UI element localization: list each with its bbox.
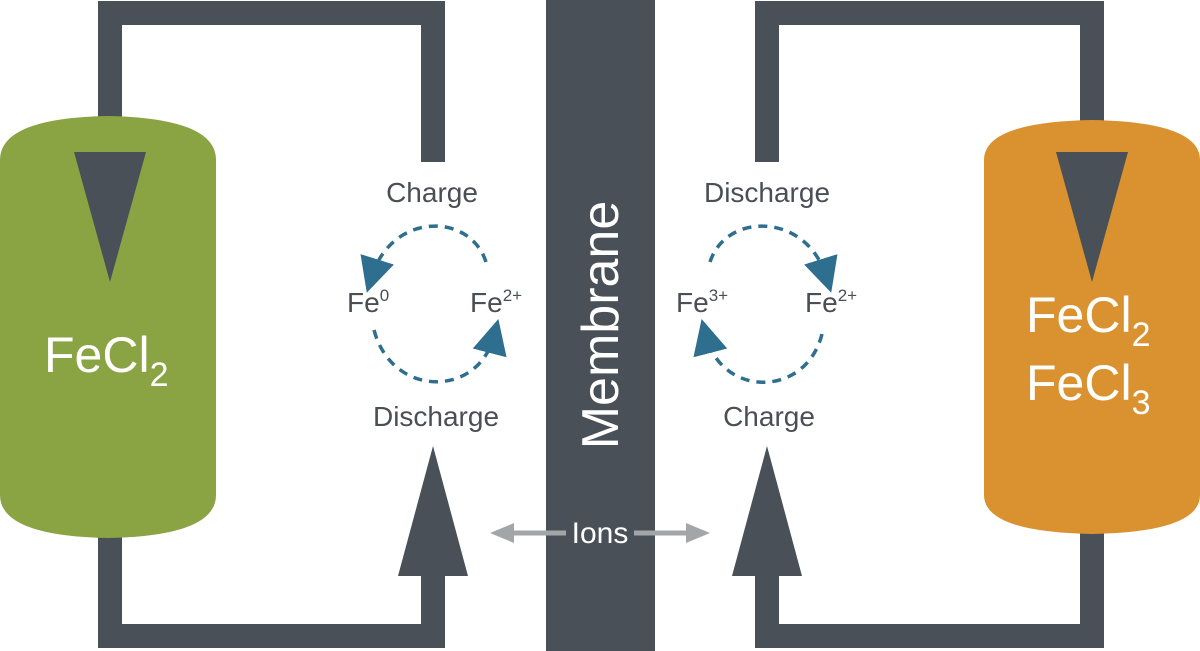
right-cell-species-left: Fe3+ — [676, 286, 728, 318]
left-tank-body — [0, 116, 216, 538]
left-cell-species-left: Fe0 — [347, 286, 389, 318]
ions-arrow-right-head — [686, 523, 710, 543]
left-cell-species-right-sup: 2+ — [503, 286, 522, 305]
right-cell-species-right: Fe2+ — [805, 286, 857, 318]
right-tank-label-line2: FeCl3 — [1026, 355, 1151, 422]
left-tank-inflow-arrow — [74, 152, 146, 282]
right-bottom-pipe — [755, 520, 1104, 648]
left-tank-label-sub: 2 — [150, 356, 169, 394]
left-cell-species-left-sup: 0 — [380, 286, 389, 305]
membrane: Membrane — [546, 0, 655, 651]
left-tank: FeCl2 — [0, 116, 216, 538]
left-tank-label: FeCl2 — [44, 327, 169, 394]
right-tank-label-line1: FeCl2 — [1026, 287, 1151, 354]
membrane-label: Membrane — [572, 201, 630, 450]
left-cell-bottom-label: Discharge — [373, 401, 499, 432]
left-top-pipe — [98, 1, 445, 162]
right-tank: FeCl2 FeCl3 — [984, 120, 1200, 534]
right-cell-inflow-arrow — [732, 446, 802, 576]
right-tank-inflow-arrow — [1056, 152, 1128, 282]
right-tank-label-line1-sub: 2 — [1132, 316, 1151, 354]
right-tank-body — [984, 120, 1200, 534]
left-bottom-pipe — [98, 520, 445, 648]
left-cell-species-right: Fe2+ — [470, 286, 522, 318]
ions-label: Ions — [572, 517, 629, 550]
left-cell-top-label: Charge — [386, 177, 478, 208]
right-cell-reaction: Discharge Charge Fe3+ Fe2+ — [676, 177, 857, 432]
right-cycle-bottom-arc — [693, 319, 824, 384]
right-cell-top-label: Discharge — [704, 177, 830, 208]
right-cell-species-left-sup: 3+ — [709, 286, 728, 305]
ions-exchange: Ions — [490, 513, 710, 553]
left-loop: FeCl2 — [0, 1, 468, 648]
right-cycle-top-arc — [708, 224, 838, 293]
right-loop: FeCl2 FeCl3 — [732, 1, 1200, 648]
left-cell-reaction: Charge Discharge Fe0 Fe2+ — [347, 177, 522, 432]
right-top-pipe — [755, 1, 1104, 162]
left-cycle-top-arc — [360, 224, 488, 293]
right-cell-species-right-sup: 2+ — [838, 286, 857, 305]
right-cell-bottom-label: Charge — [723, 401, 815, 432]
ions-arrow-left-head — [490, 523, 514, 543]
ions-label-bg — [566, 513, 634, 553]
right-tank-label-line2-sub: 3 — [1132, 384, 1151, 422]
left-cycle-bottom-arc — [372, 319, 507, 384]
left-cell-inflow-arrow — [398, 446, 468, 576]
